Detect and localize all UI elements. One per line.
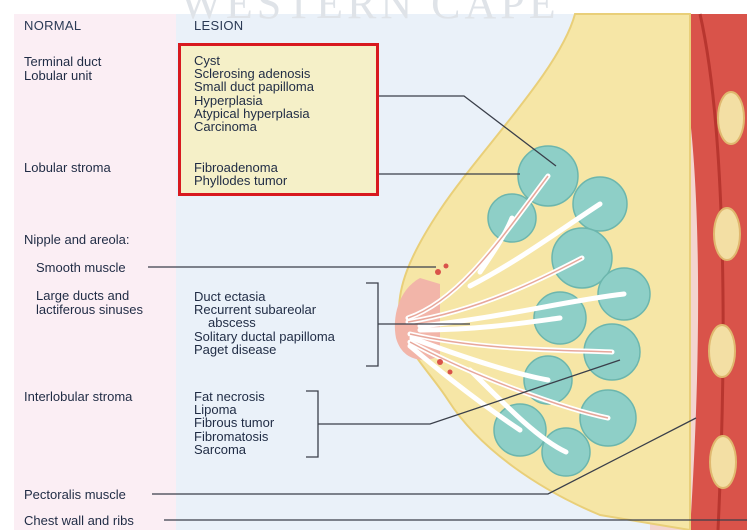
label-interlobular-stroma: Interlobular stroma <box>24 390 132 404</box>
muscle-dot <box>444 264 449 269</box>
label-nipple-areola: Nipple and areola: <box>24 233 130 247</box>
muscle-dot <box>437 359 443 365</box>
rib-1 <box>718 92 744 144</box>
lesion-list-interlobular: Fat necrosis Lipoma Fibrous tumor Fibrom… <box>194 390 274 456</box>
label-line: Large ducts and <box>36 289 143 303</box>
lesion-item: Atypical hyperplasia <box>194 107 314 120</box>
label-pectoralis: Pectoralis muscle <box>24 488 126 502</box>
label-terminal-duct: Terminal duct Lobular unit <box>24 55 101 82</box>
label-chest-wall: Chest wall and ribs <box>24 514 134 528</box>
lesion-item: Solitary ductal papilloma <box>194 330 335 343</box>
normal-header: NORMAL <box>24 18 81 33</box>
bracket-interlobular <box>306 391 318 457</box>
lesion-item: Sarcoma <box>194 443 274 456</box>
muscle-dot <box>435 269 441 275</box>
lesion-item: Fibrous tumor <box>194 416 274 429</box>
rib-4 <box>710 436 736 488</box>
label-large-ducts: Large ducts and lactiferous sinuses <box>36 289 143 316</box>
lesion-item: Phyllodes tumor <box>194 174 287 187</box>
lesion-item: abscess <box>194 316 335 329</box>
lesion-list-ducts: Duct ectasia Recurrent subareolar absces… <box>194 290 335 356</box>
rib-2 <box>714 208 740 260</box>
lesion-item: Hyperplasia <box>194 94 314 107</box>
lesion-list-tdlu: Cyst Sclerosing adenosis Small duct papi… <box>194 54 314 133</box>
label-line: lactiferous sinuses <box>36 303 143 317</box>
lesion-item: Carcinoma <box>194 120 314 133</box>
lesion-list-stroma: Fibroadenoma Phyllodes tumor <box>194 161 287 187</box>
lesion-item: Paget disease <box>194 343 335 356</box>
lesion-item: Small duct papilloma <box>194 80 314 93</box>
muscle-dot <box>448 370 453 375</box>
label-lobular-stroma: Lobular stroma <box>24 161 111 175</box>
bracket-ducts <box>366 283 378 366</box>
lesion-item: Fibromatosis <box>194 430 274 443</box>
label-smooth-muscle: Smooth muscle <box>36 261 126 275</box>
label-line: Lobular unit <box>24 69 101 83</box>
rib-3 <box>709 325 735 377</box>
label-line: Terminal duct <box>24 55 101 69</box>
lesion-header: LESION <box>194 18 243 33</box>
